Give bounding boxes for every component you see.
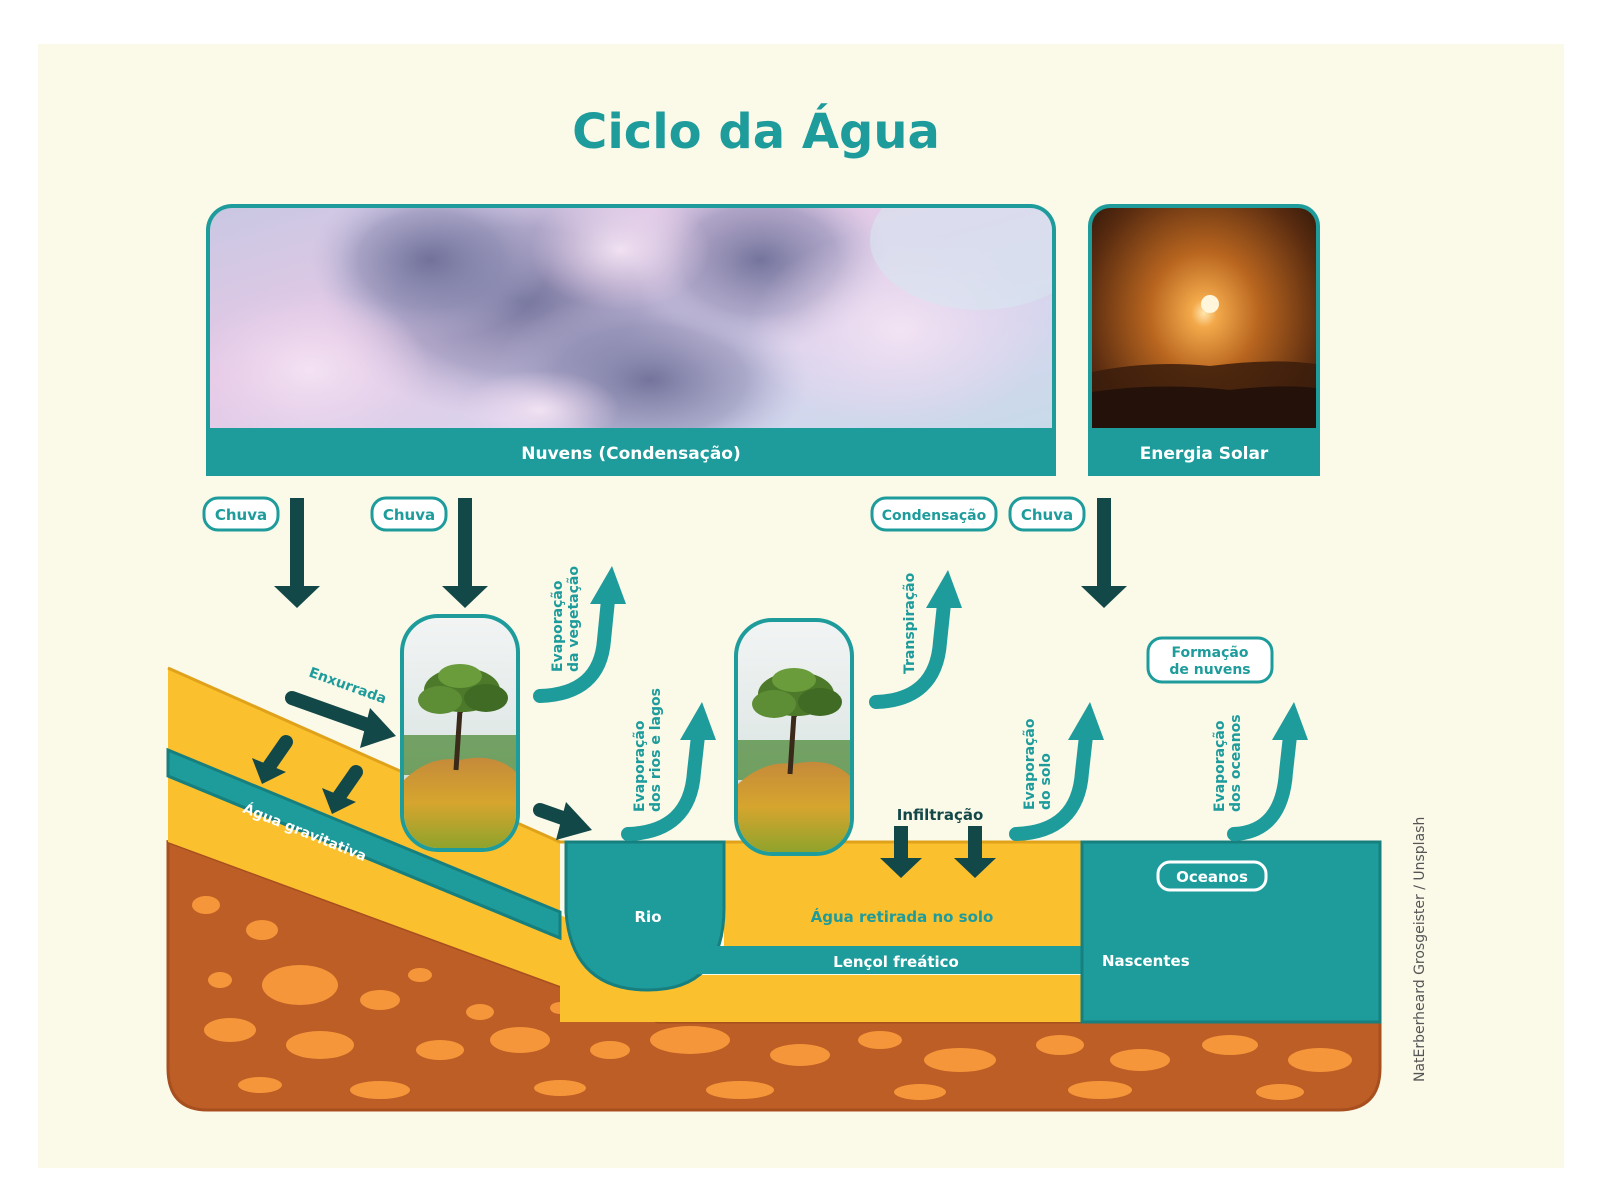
clouds-panel: Nuvens (Condensação) (206, 204, 1056, 476)
clouds-caption: Nuvens (Condensação) (521, 444, 741, 464)
sun-photo (1092, 208, 1316, 458)
river-evaporation-label-2: dos rios e lagos (648, 688, 664, 812)
page-title: Ciclo da Água (572, 103, 940, 160)
tree-to-river-arrow (533, 802, 592, 840)
rain-arrow-3 (1081, 498, 1127, 608)
rain-badge-1: Chuva (202, 496, 280, 532)
rain-badge-1-text: Chuva (215, 506, 267, 524)
photo-credit: NatErberheard Grosgeister / Unsplash (1412, 817, 1428, 1082)
rain-badge-3-text: Chuva (1021, 506, 1073, 524)
vegetation-evaporation-label-2: da vegetação (566, 566, 582, 672)
condensation-badge-text: Condensação (882, 508, 987, 524)
ocean-evaporation-label-2: dos oceanos (1228, 714, 1244, 812)
rain-arrow-1 (274, 498, 320, 608)
water-table-label: Lençol freático (833, 953, 959, 971)
rain-badge-2: Chuva (370, 496, 448, 532)
soil-evaporation-arrow (1009, 702, 1104, 841)
river-label: Rio (635, 908, 662, 926)
ocean-evaporation-label-1: Evaporação (1212, 720, 1228, 812)
tree-photo-2 (734, 618, 854, 856)
solar-energy-caption: Energia Solar (1140, 444, 1269, 464)
oceans-badge-text: Oceanos (1176, 868, 1248, 886)
vegetation-evaporation-label-1: Evaporação (550, 580, 566, 672)
slope-soil (168, 668, 658, 1022)
rain-badge-2-text: Chuva (383, 506, 435, 524)
ocean-evaporation-arrow (1227, 702, 1308, 841)
soil-water-label: Água retirada no solo (811, 907, 994, 926)
lower-yellow (560, 915, 1082, 1022)
sun-icon (1201, 295, 1219, 313)
river (564, 840, 726, 992)
condensation-badge: Condensação (870, 496, 998, 532)
oceans-badge: Oceanos (1156, 860, 1268, 892)
transpiration-label: Transpiração (902, 572, 918, 674)
cloud-formation-text-2: de nuvens (1169, 662, 1250, 678)
slope-down-arrow-1 (252, 735, 293, 784)
soil-evaporation-label-2: do solo (1038, 753, 1054, 810)
cloud-formation-badge: Formação de nuvens (1146, 636, 1274, 684)
clouds-photo (210, 208, 1052, 458)
soil-evaporation-label-1: Evaporação (1022, 718, 1038, 810)
solar-energy-panel: Energia Solar (1088, 204, 1320, 476)
river-evaporation-arrow (621, 702, 716, 841)
infiltration-arrow-1 (880, 826, 922, 878)
rain-badge-3: Chuva (1008, 496, 1086, 532)
runoff-arrow (285, 691, 396, 748)
rain-arrow-2 (442, 498, 488, 608)
cloud-formation-text-1: Formação (1172, 645, 1249, 661)
rock-pebbles (192, 896, 1352, 1100)
tree-photo-1 (400, 614, 520, 852)
springs-label: Nascentes (1102, 952, 1190, 970)
water-table-band (690, 946, 1082, 974)
infiltration-label: Infiltração (897, 806, 984, 824)
infiltration-arrow-2 (954, 826, 996, 878)
transpiration-arrow (869, 570, 962, 709)
vegetation-evaporation-arrow (533, 566, 626, 703)
river-evaporation-label-1: Evaporação (632, 720, 648, 812)
slope-down-arrow-2 (322, 765, 363, 814)
